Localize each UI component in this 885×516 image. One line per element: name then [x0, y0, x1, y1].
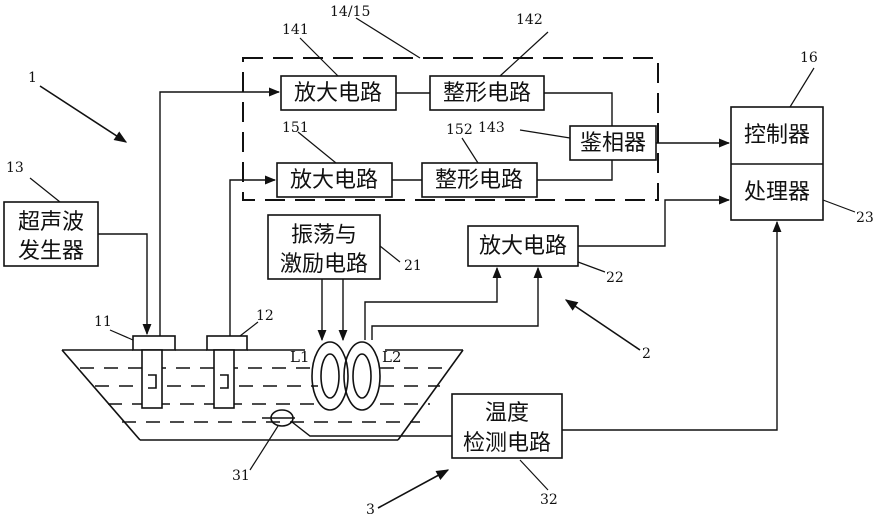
ref-151: 151 [282, 120, 309, 136]
osc-line1: 振荡与 [291, 223, 357, 248]
ultra-gen-line2: 发生器 [18, 239, 84, 264]
connections [98, 87, 782, 437]
block-amp-151: 放大电路 [276, 162, 393, 198]
label-l2: L2 [382, 348, 402, 366]
label-l1: L1 [290, 348, 310, 366]
ref-143: 143 [478, 120, 505, 136]
liquid-level-lines [80, 367, 450, 423]
coil-l1 [311, 341, 349, 411]
ref-1: 1 [28, 70, 37, 86]
ref-141: 141 [282, 22, 309, 38]
ref-2: 2 [642, 346, 651, 362]
amp-141-label: 放大电路 [294, 81, 382, 106]
block-controller-processor: 控制器 处理器 [730, 106, 824, 221]
block-oscillation-excitation: 振荡与 激励电路 [267, 214, 381, 280]
temp-line1: 温度 [485, 401, 529, 426]
ref-3: 3 [366, 502, 375, 516]
ref-14-15: 14/15 [330, 4, 370, 20]
temperature-sensor-31 [262, 409, 295, 427]
ref-13: 13 [6, 160, 24, 176]
phase-detector-label: 鉴相器 [580, 131, 646, 156]
ultra-gen-line1: 超声波 [18, 210, 84, 235]
block-shape-142: 整形电路 [429, 75, 545, 111]
block-amp-22: 放大电路 [467, 225, 579, 267]
transducer-12 [206, 335, 248, 409]
block-amp-141: 放大电路 [280, 75, 397, 111]
ref-22: 22 [606, 270, 624, 286]
ref-12: 12 [256, 308, 274, 324]
block-phase-detector-143: 鉴相器 [569, 125, 657, 161]
ref-32: 32 [540, 492, 558, 508]
leader-lines [29, 17, 856, 491]
pointer-arrows [39, 85, 641, 509]
block-temperature-detect: 温度 检测电路 [451, 393, 563, 459]
amp-22-label: 放大电路 [479, 234, 567, 259]
transducer-11 [132, 335, 176, 409]
ref-142: 142 [516, 12, 543, 28]
amp-151-label: 放大电路 [290, 168, 378, 193]
controller-label: 控制器 [744, 123, 810, 148]
ref-11: 11 [94, 314, 112, 330]
shape-142-label: 整形电路 [443, 81, 531, 106]
ref-31: 31 [232, 468, 250, 484]
dashed-enclosure-14-15 [242, 57, 659, 201]
temp-line2: 检测电路 [463, 431, 551, 456]
ref-23: 23 [856, 210, 874, 226]
coil-l2 [343, 341, 381, 411]
shape-152-label: 整形电路 [435, 168, 523, 193]
osc-line2: 激励电路 [280, 252, 368, 277]
processor-label: 处理器 [744, 180, 810, 205]
ref-152: 152 [446, 122, 473, 138]
ref-16: 16 [800, 50, 818, 66]
block-ultrasonic-generator: 超声波 发生器 [3, 201, 99, 267]
block-shape-152: 整形电路 [421, 162, 538, 198]
tank [61, 349, 464, 441]
ref-21: 21 [404, 258, 422, 274]
